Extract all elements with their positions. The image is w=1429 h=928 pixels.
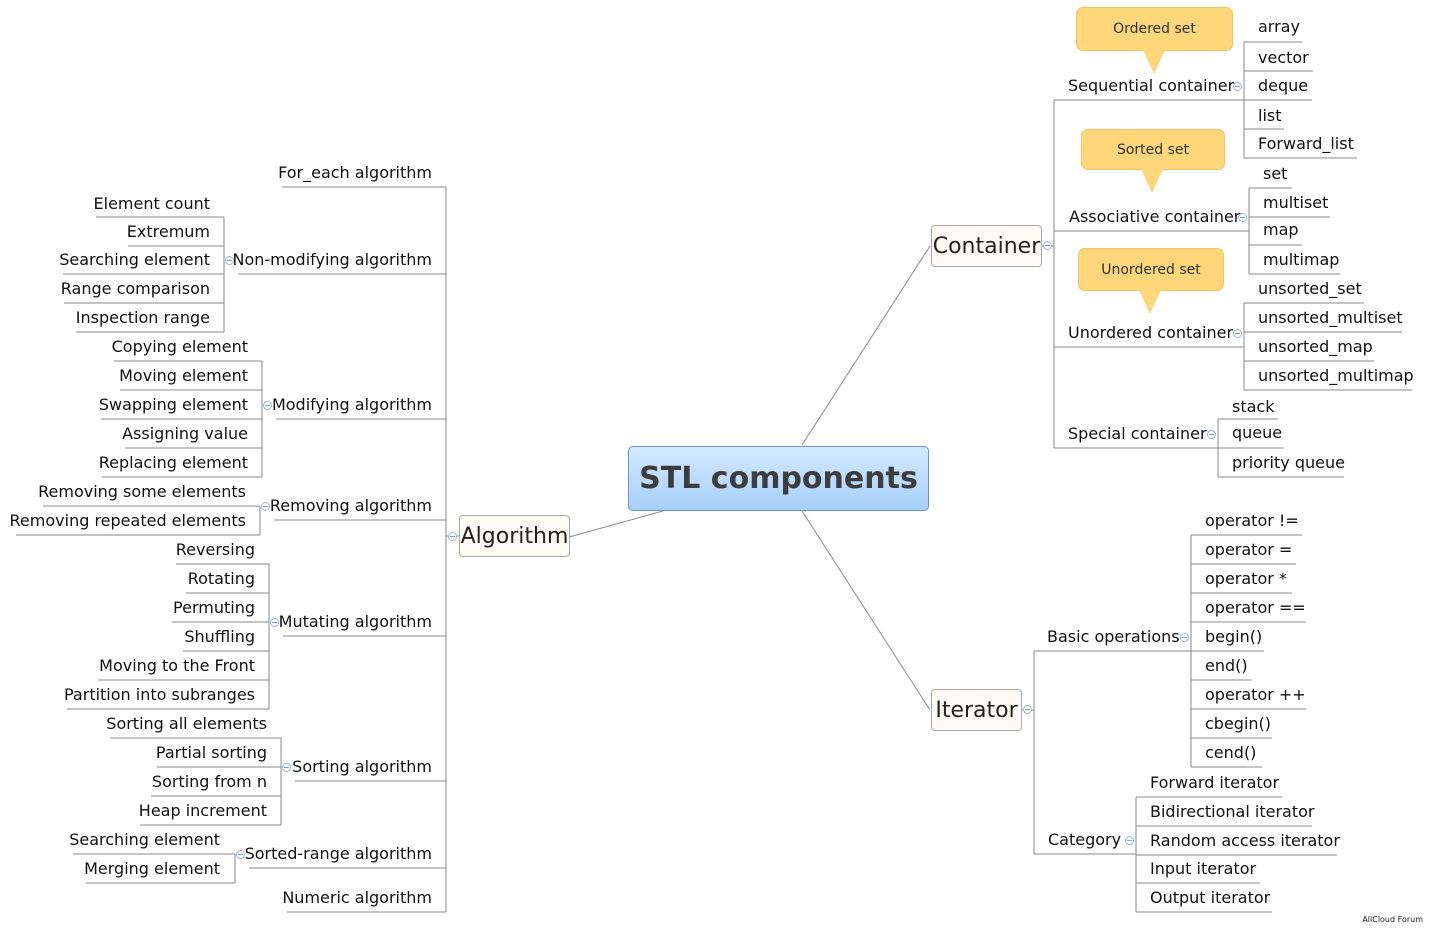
list-item[interactable]: list — [1258, 106, 1282, 125]
callout-sorted-set: Sorted set — [1081, 129, 1225, 193]
list-item[interactable]: Reversing — [175, 540, 255, 559]
collapse-toggle-special[interactable] — [1207, 430, 1216, 439]
list-item[interactable]: Replacing element — [98, 453, 248, 472]
for-each-algorithm[interactable]: For_each algorithm — [278, 163, 432, 182]
callout-ordered-set: Ordered set — [1076, 7, 1233, 74]
list-item[interactable]: Input iterator — [1150, 859, 1257, 878]
list-item[interactable]: Element count — [93, 194, 210, 213]
list-item[interactable]: Range comparison — [60, 279, 210, 298]
iterator-category[interactable]: Category — [1048, 830, 1122, 849]
list-item[interactable]: vector — [1258, 48, 1309, 67]
list-item[interactable]: Shuffling — [184, 627, 255, 646]
topic-algorithm[interactable]: Algorithm — [459, 515, 570, 557]
list-item[interactable]: Forward_list — [1258, 134, 1354, 153]
list-item[interactable]: Removing some elements — [38, 482, 246, 501]
removing-algorithm[interactable]: Removing algorithm — [269, 496, 432, 515]
list-item[interactable]: Rotating — [187, 569, 255, 588]
collapse-toggle-removing[interactable] — [261, 502, 270, 511]
list-item[interactable]: cbegin() — [1205, 714, 1272, 733]
list-item[interactable]: Searching element — [69, 830, 220, 849]
list-item[interactable]: cend() — [1205, 743, 1257, 762]
list-item[interactable]: Searching element — [59, 250, 210, 269]
collapse-toggle-sorted-range[interactable] — [236, 850, 245, 859]
list-item[interactable]: operator != — [1205, 511, 1299, 530]
topic-container[interactable]: Container — [931, 225, 1042, 267]
central-topic[interactable]: STL components — [628, 446, 929, 511]
list-item[interactable]: unsorted_multimap — [1258, 366, 1414, 385]
mutating-algorithm[interactable]: Mutating algorithm — [278, 612, 432, 631]
watermark-credit: AllCloud Forum — [1362, 915, 1423, 924]
collapse-toggle-sequential[interactable] — [1233, 82, 1242, 91]
list-item[interactable]: Bidirectional iterator — [1150, 802, 1315, 821]
sequential-container[interactable]: Sequential container — [1068, 76, 1235, 95]
collapse-toggle-sorting[interactable] — [282, 763, 291, 772]
list-item[interactable]: Random access iterator — [1150, 831, 1340, 850]
modifying-algorithm[interactable]: Modifying algorithm — [271, 395, 432, 414]
list-item[interactable]: Extremum — [126, 222, 210, 241]
non-modifying-algorithm[interactable]: Non-modifying algorithm — [232, 250, 432, 269]
list-item[interactable]: set — [1263, 164, 1288, 183]
list-item[interactable]: operator = — [1205, 540, 1293, 559]
list-item[interactable]: Heap increment — [138, 801, 267, 820]
callout-label: Sorted set — [1081, 129, 1225, 170]
collapse-toggle-non-modifying[interactable] — [225, 256, 234, 265]
list-item[interactable]: Moving element — [119, 366, 248, 385]
list-item[interactable]: Sorting all elements — [106, 714, 267, 733]
list-item[interactable]: unsorted_set — [1258, 279, 1362, 298]
unordered-container[interactable]: Unordered container — [1068, 323, 1234, 342]
special-container[interactable]: Special container — [1068, 424, 1207, 443]
collapse-toggle-category[interactable] — [1125, 836, 1134, 845]
sorting-algorithm[interactable]: Sorting algorithm — [292, 757, 432, 776]
list-item[interactable]: operator * — [1205, 569, 1287, 588]
list-item[interactable]: begin() — [1205, 627, 1263, 646]
list-item[interactable]: Inspection range — [75, 308, 210, 327]
list-item[interactable]: operator == — [1205, 598, 1306, 617]
callout-label: Ordered set — [1076, 7, 1233, 51]
list-item[interactable]: queue — [1232, 423, 1283, 442]
associative-container[interactable]: Associative container — [1069, 207, 1241, 226]
callout-pointer — [1141, 169, 1163, 193]
list-item[interactable]: Partition into subranges — [64, 685, 255, 704]
list-item[interactable]: end() — [1205, 656, 1248, 675]
collapse-toggle-associative[interactable] — [1238, 213, 1247, 222]
collapse-toggle-container[interactable] — [1043, 241, 1052, 250]
list-item[interactable]: Permuting — [173, 598, 255, 617]
list-item[interactable]: deque — [1258, 76, 1309, 95]
list-item[interactable]: Removing repeated elements — [9, 511, 246, 530]
list-item[interactable]: Output iterator — [1150, 888, 1271, 907]
list-item[interactable]: operator ++ — [1205, 685, 1306, 704]
callout-pointer — [1143, 50, 1165, 74]
list-item[interactable]: multimap — [1263, 250, 1340, 269]
list-item[interactable]: Moving to the Front — [99, 656, 255, 675]
list-item[interactable]: Partial sorting — [155, 743, 267, 762]
sorted-range-algorithm[interactable]: Sorted-range algorithm — [244, 844, 432, 863]
collapse-toggle-unordered[interactable] — [1233, 329, 1242, 338]
collapse-toggle-algorithm[interactable] — [448, 532, 457, 541]
list-item[interactable]: multiset — [1263, 193, 1329, 212]
callout-unordered-set: Unordered set — [1078, 248, 1224, 314]
callout-label: Unordered set — [1078, 248, 1224, 291]
list-item[interactable]: Sorting from n — [151, 772, 267, 791]
list-item[interactable]: map — [1263, 220, 1299, 239]
collapse-toggle-iterator[interactable] — [1023, 705, 1032, 714]
list-item[interactable]: Forward iterator — [1150, 773, 1280, 792]
basic-operations[interactable]: Basic operations — [1047, 627, 1180, 646]
list-item[interactable]: priority queue — [1232, 453, 1345, 472]
collapse-toggle-modifying[interactable] — [263, 401, 272, 410]
collapse-toggle-basic-operations[interactable] — [1180, 633, 1189, 642]
list-item[interactable]: unsorted_map — [1258, 337, 1373, 356]
list-item[interactable]: Copying element — [111, 337, 248, 356]
list-item[interactable]: Merging element — [84, 859, 220, 878]
list-item[interactable]: Swapping element — [98, 395, 248, 414]
list-item[interactable]: unsorted_multiset — [1258, 308, 1403, 327]
list-item[interactable]: stack — [1232, 397, 1275, 416]
numeric-algorithm[interactable]: Numeric algorithm — [282, 888, 432, 907]
topic-iterator[interactable]: Iterator — [931, 689, 1022, 731]
callout-pointer — [1139, 290, 1161, 314]
list-item[interactable]: Assigning value — [122, 424, 248, 443]
list-item[interactable]: array — [1258, 17, 1300, 36]
collapse-toggle-mutating[interactable] — [270, 618, 279, 627]
